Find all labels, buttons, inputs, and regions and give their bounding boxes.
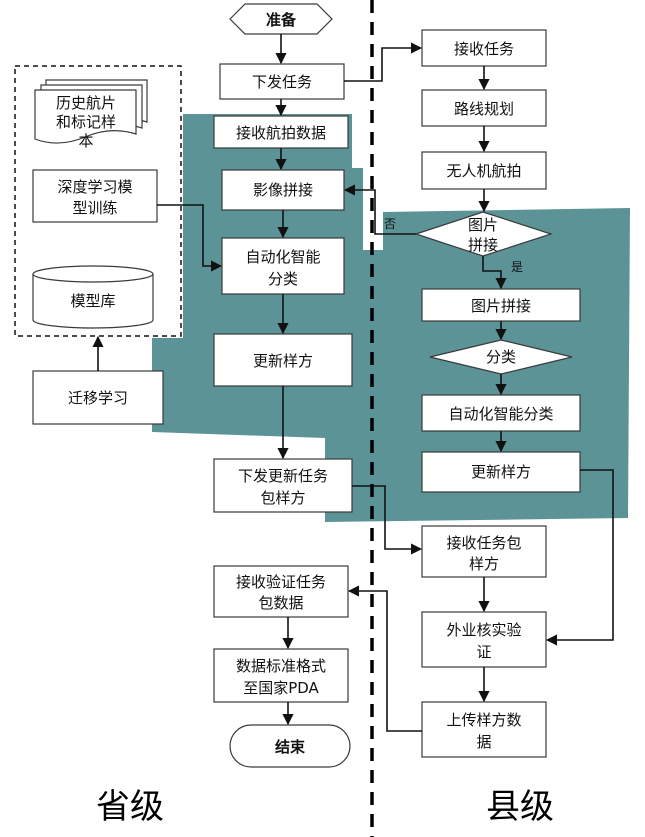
update-plot-prov-box [213, 333, 353, 387]
dispatch-update-box [213, 458, 353, 513]
field-verify-box [421, 611, 547, 668]
update-plot-county-box [421, 451, 581, 493]
deep-learning-box [32, 169, 158, 223]
history-doc-line1: 历史航片 [56, 94, 116, 112]
edge-update-county-to-field-verify [545, 469, 614, 646]
auto-classify-prov-box [221, 237, 345, 295]
dispatch-update-line2: 包样方 [260, 489, 305, 507]
deep-learning-line1: 深度学习模 [57, 178, 132, 196]
history-doc-line2: 和标记样 [56, 113, 116, 131]
stitch-decision-line2: 拼接 [468, 236, 498, 254]
data-standard-line1: 数据标准格式 [236, 657, 326, 675]
receive-package-line2: 样方 [469, 555, 499, 573]
auto-classify-county-node: 自动化智能分类 [448, 405, 553, 423]
edge-dispatch-to-receive-task [344, 42, 423, 82]
model-library-node: 模型库 [70, 292, 115, 310]
field-verify-line1: 外业核实验 [446, 621, 521, 639]
transfer-learning-node: 迁移学习 [68, 389, 128, 407]
edge-decision-yes-to-picture-stitch [482, 256, 507, 290]
auto-classify-prov-line1: 自动化智能 [245, 248, 320, 266]
end-node: 结束 [275, 738, 306, 756]
receive-package-line1: 接收任务包 [446, 534, 521, 552]
receive-task-box [421, 29, 547, 67]
receive-aerial-data-node: 接收航拍数据 [236, 124, 326, 142]
data-standard-line2: 至国家PDA [243, 679, 319, 697]
receive-aerial-data-box [213, 115, 349, 149]
route-plan-node: 路线规划 [454, 100, 514, 118]
edge-label-no: 否 [384, 217, 396, 231]
stitch-decision-shape [414, 211, 553, 257]
edge-deep-learning-to-auto-classify [157, 204, 223, 272]
upload-data-line2: 据 [476, 733, 491, 751]
uav-photo-node: 无人机航拍 [446, 162, 521, 180]
classify-decision-node: 分类 [486, 348, 516, 366]
deep-learning-line2: 型训练 [72, 199, 117, 217]
receive-verify-line1: 接收验证任务 [236, 573, 326, 591]
receive-task-node: 接收任务 [454, 40, 514, 58]
edge-dispatch-update-to-receive-package [352, 485, 423, 555]
dispatch-update-line1: 下发更新任务 [238, 467, 328, 485]
uav-photo-box [421, 151, 547, 190]
edge-decision-no-to-stitch [343, 184, 416, 235]
county-level-label: 县级 [486, 787, 554, 827]
dispatch-task-node: 下发任务 [252, 73, 312, 91]
picture-stitch-node: 图片拼接 [471, 297, 531, 315]
transfer-learning-box [32, 370, 164, 425]
model-library-cylinder [32, 274, 154, 329]
update-plot-county-node: 更新样方 [471, 463, 531, 481]
history-doc-shape-front [34, 89, 137, 144]
image-stitch-node: 影像拼接 [253, 181, 313, 199]
picture-stitch-box [421, 288, 581, 322]
history-doc-line3: 本 [78, 132, 93, 150]
receive-verify-box [213, 565, 349, 618]
field-verify-line2: 证 [476, 643, 491, 661]
model-library-cylinder-top [32, 265, 154, 283]
upload-data-box [421, 701, 547, 758]
edge-label-yes: 是 [511, 260, 523, 274]
province-level-label: 省级 [96, 787, 164, 827]
prepare-node-shape [229, 3, 333, 35]
auto-classify-prov-line2: 分类 [268, 270, 298, 288]
stitch-decision-line1: 图片 [468, 216, 498, 234]
edge-upload-to-receive-verify [347, 585, 422, 732]
classify-decision-shape [429, 339, 573, 375]
receive-verify-line2: 包数据 [258, 594, 303, 612]
update-plot-prov-node: 更新样方 [253, 352, 313, 370]
prepare-node: 准备 [266, 11, 297, 29]
data-standard-box [213, 648, 349, 703]
upload-data-line1: 上传样方数 [446, 711, 521, 729]
route-plan-box [421, 89, 547, 127]
